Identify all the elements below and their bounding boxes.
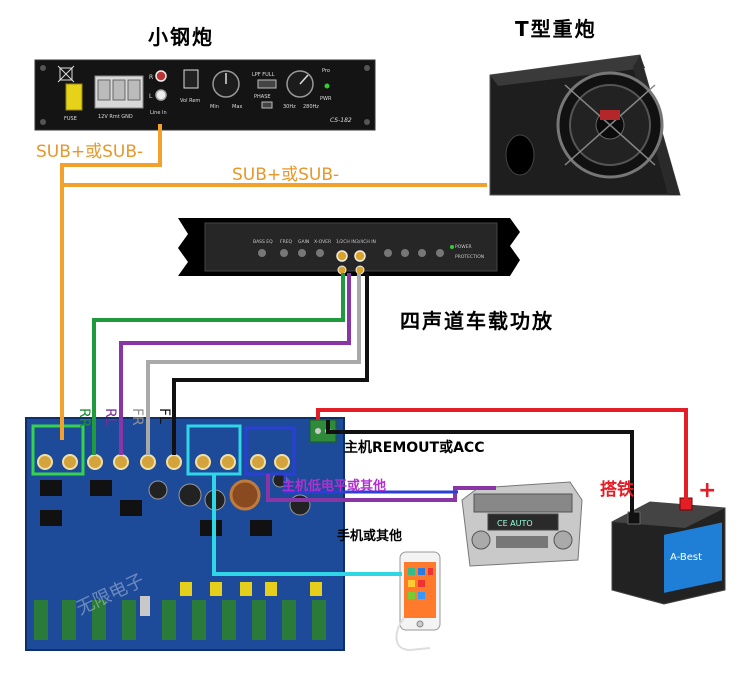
board-rca-fr[interactable] bbox=[140, 454, 156, 470]
rr-label: RR bbox=[76, 408, 92, 428]
four-channel-amp: BASS EQ FREQ GAIN X-OVER 1/2CH IN 3/4CH … bbox=[178, 218, 520, 276]
preamp-circuit-board: 无限电子 bbox=[25, 417, 345, 651]
board-rca-hu-1[interactable] bbox=[250, 454, 266, 470]
ground-label: 搭铁 bbox=[600, 479, 634, 500]
head-unit-volume-knob[interactable] bbox=[471, 530, 491, 550]
freq-280hz-label: 280Hz bbox=[303, 104, 319, 110]
board-rca-rr-1[interactable] bbox=[37, 454, 53, 470]
amp4-rca-4[interactable] bbox=[355, 265, 365, 275]
amp4-rca-3[interactable] bbox=[354, 250, 366, 262]
amp4-rca-1[interactable] bbox=[336, 250, 348, 262]
phase-switch[interactable] bbox=[261, 101, 273, 109]
frequency-knob[interactable] bbox=[286, 70, 314, 98]
fuse-label: FUSE bbox=[64, 116, 77, 122]
amp4-bass-eq-label: BASS EQ bbox=[253, 239, 273, 245]
wire-rl bbox=[119, 273, 351, 455]
vol-rem-label: Vol Rem bbox=[180, 98, 200, 104]
line-in-label: Line In bbox=[150, 110, 167, 116]
head-unit-display: CE AUTO bbox=[497, 519, 533, 528]
fuse bbox=[65, 83, 83, 111]
power-terminal-label: 12V Rmt GND bbox=[98, 114, 133, 120]
wire-fr bbox=[146, 273, 361, 455]
wire-ground bbox=[326, 420, 634, 514]
pro-label: Pro bbox=[322, 68, 330, 74]
line-in-l-jack[interactable] bbox=[155, 89, 167, 101]
rca-l-label: L bbox=[149, 93, 153, 100]
board-rca-fl[interactable] bbox=[166, 454, 182, 470]
small-amp-title: 小钢炮 bbox=[148, 25, 214, 49]
vol-rem-port[interactable] bbox=[183, 69, 199, 89]
amp4-knobs[interactable] bbox=[258, 249, 444, 257]
low-level-label: 主机低电平或其他 bbox=[282, 478, 386, 494]
amp4-power-label: POWER bbox=[455, 244, 472, 250]
gain-min-label: Min bbox=[210, 104, 219, 110]
amp4-protection-label: PROTECTION bbox=[455, 254, 484, 260]
line-in-r-jack[interactable] bbox=[155, 70, 167, 82]
battery-brand: A-Best bbox=[670, 552, 702, 563]
head-unit-tune-knob[interactable] bbox=[553, 530, 573, 550]
power-led bbox=[324, 83, 330, 89]
four-channel-amp-title: 四声道车载功放 bbox=[400, 309, 554, 333]
subwoofer-box bbox=[489, 54, 681, 196]
car-head-unit: CE AUTO bbox=[461, 481, 583, 567]
wire-rr bbox=[92, 273, 345, 455]
wire-head-unit-blue bbox=[283, 474, 458, 494]
sub-right-label: SUB+或SUB- bbox=[232, 165, 339, 185]
fl-label: FL bbox=[156, 408, 172, 424]
potentiometer-row[interactable] bbox=[34, 596, 326, 640]
amp4-ch12-label: 1/2CH IN bbox=[336, 239, 356, 245]
gain-knob[interactable] bbox=[212, 70, 240, 98]
amp4-freq-label: FREQ bbox=[280, 239, 293, 245]
bass-port bbox=[505, 134, 535, 176]
wire-fl bbox=[172, 273, 369, 455]
rca-r-label: R bbox=[149, 74, 153, 81]
fr-label: FR bbox=[129, 408, 145, 426]
model-label: CS-182 bbox=[330, 117, 352, 124]
subwoofer-title: T型重炮 bbox=[515, 17, 597, 41]
speaker-driver bbox=[556, 71, 664, 179]
weee-icon bbox=[57, 65, 75, 83]
rr-highlight-box bbox=[31, 424, 85, 476]
board-rca-hu-2[interactable] bbox=[274, 454, 290, 470]
wire-power-positive bbox=[316, 408, 688, 500]
phone-label: 手机或其他 bbox=[337, 528, 402, 544]
remout-label: 主机REMOUT或ACC bbox=[344, 439, 484, 456]
lpf-switch[interactable] bbox=[257, 79, 277, 89]
positive-plus-label: + bbox=[698, 478, 716, 503]
gain-max-label: Max bbox=[232, 104, 242, 110]
board-rca-rl-2[interactable] bbox=[113, 454, 129, 470]
wire-phone-aux bbox=[212, 474, 402, 576]
car-battery: A-Best bbox=[611, 497, 726, 605]
amp4-rca-2[interactable] bbox=[337, 265, 347, 275]
amp4-ch34-label: 3/4CH IN bbox=[356, 239, 376, 245]
board-rca-rl[interactable] bbox=[87, 454, 103, 470]
phase-label: PHASE bbox=[254, 94, 271, 100]
board-rca-aux-2[interactable] bbox=[220, 454, 236, 470]
amp4-xover-label: X-OVER bbox=[314, 239, 331, 245]
wire-head-unit-low-level bbox=[266, 474, 496, 502]
power-terminal-block bbox=[94, 75, 144, 109]
small-amp-panel: FUSE 12V Rmt GND R L Line In Vol Rem Min… bbox=[34, 59, 376, 131]
lpf-full-label: LPF FULL bbox=[252, 72, 275, 78]
board-rca-aux-1[interactable] bbox=[195, 454, 211, 470]
wire-sub-left bbox=[60, 124, 162, 440]
rl-label: RL bbox=[102, 408, 118, 426]
smartphone bbox=[395, 551, 441, 652]
pwr-label: PWR bbox=[320, 96, 332, 102]
amp4-gain-label: GAIN bbox=[298, 239, 309, 245]
board-rca-rr-2[interactable] bbox=[62, 454, 78, 470]
sub-left-label: SUB+或SUB- bbox=[36, 142, 143, 162]
freq-30hz-label: 30Hz bbox=[283, 104, 296, 110]
